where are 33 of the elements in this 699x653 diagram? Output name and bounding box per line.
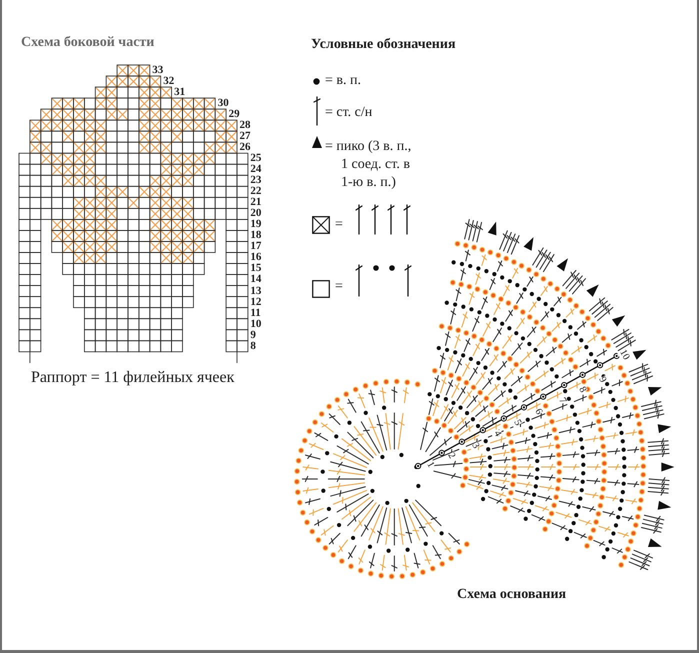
row-number: 15 [250, 263, 262, 274]
row-number: 33 [152, 64, 164, 76]
row-number: 20 [250, 208, 262, 220]
row-number: 28 [240, 120, 250, 132]
row-number: 12 [250, 296, 262, 308]
row-number: 8 [250, 340, 256, 352]
legend-text: = ст. с/н [325, 105, 372, 122]
row-number: 19 [250, 219, 262, 230]
row-number: 23 [250, 175, 262, 186]
row-number: 29 [228, 109, 240, 120]
legend-title: Условные обозначения [311, 37, 456, 54]
row-number: 21 [250, 197, 262, 208]
row-number: 25 [250, 153, 262, 164]
row-number: 13 [250, 286, 262, 296]
row-number: 14 [250, 274, 262, 286]
chart-title: Схема основания [457, 587, 566, 604]
row-number: 18 [250, 230, 262, 242]
legend-text: = в. п. [325, 73, 361, 90]
row-number: 26 [240, 142, 250, 154]
row-number: 32 [163, 76, 174, 87]
legend-text: = пико (3 в. п., 1 соед. ст. в 1-ю в. п.) [325, 138, 412, 192]
repeat-note: Раппорт = 11 филейных ячеек [31, 369, 234, 388]
row-number: 31 [174, 86, 186, 98]
row-number: 17 [250, 241, 262, 252]
row-number: 11 [250, 308, 261, 319]
row-number: 16 [250, 252, 262, 264]
row-number: 9 [250, 330, 256, 341]
chart-title: Схема боковой части [21, 35, 154, 52]
row-number: 10 [250, 318, 262, 330]
row-number: 30 [218, 98, 229, 109]
row-number: 24 [250, 164, 262, 176]
row-number: 22 [250, 186, 262, 198]
row-number: 27 [240, 131, 250, 142]
